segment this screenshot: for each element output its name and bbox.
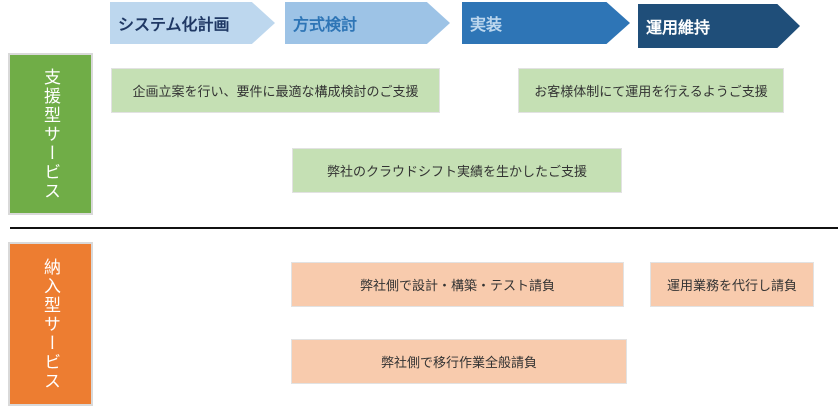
support-service-label: 支援型サービス <box>8 53 93 215</box>
divider <box>10 227 838 229</box>
support-item-cloud-shift: 弊社のクラウドシフト実績を生かしたご支援 <box>292 148 622 193</box>
phase-arrow-design: 方式検討 <box>285 2 450 44</box>
support-item-planning: 企画立案を行い、要件に最適な構成検討のご支援 <box>111 68 440 113</box>
phase-arrow-planning: システム化計画 <box>110 2 275 44</box>
phase-arrow-implementation: 実装 <box>462 2 630 44</box>
delivery-item-migration: 弊社側で移行作業全般請負 <box>291 339 627 384</box>
delivery-service-label: 納入型サービス <box>8 242 93 406</box>
phase-arrow-operation: 運用維持 <box>638 4 800 48</box>
support-item-operation: お客様体制にて運用を行えるようご支援 <box>518 68 784 113</box>
delivery-item-operation: 運用業務を代行し請負 <box>650 262 814 307</box>
delivery-item-build: 弊社側で設計・構築・テスト請負 <box>291 262 624 307</box>
